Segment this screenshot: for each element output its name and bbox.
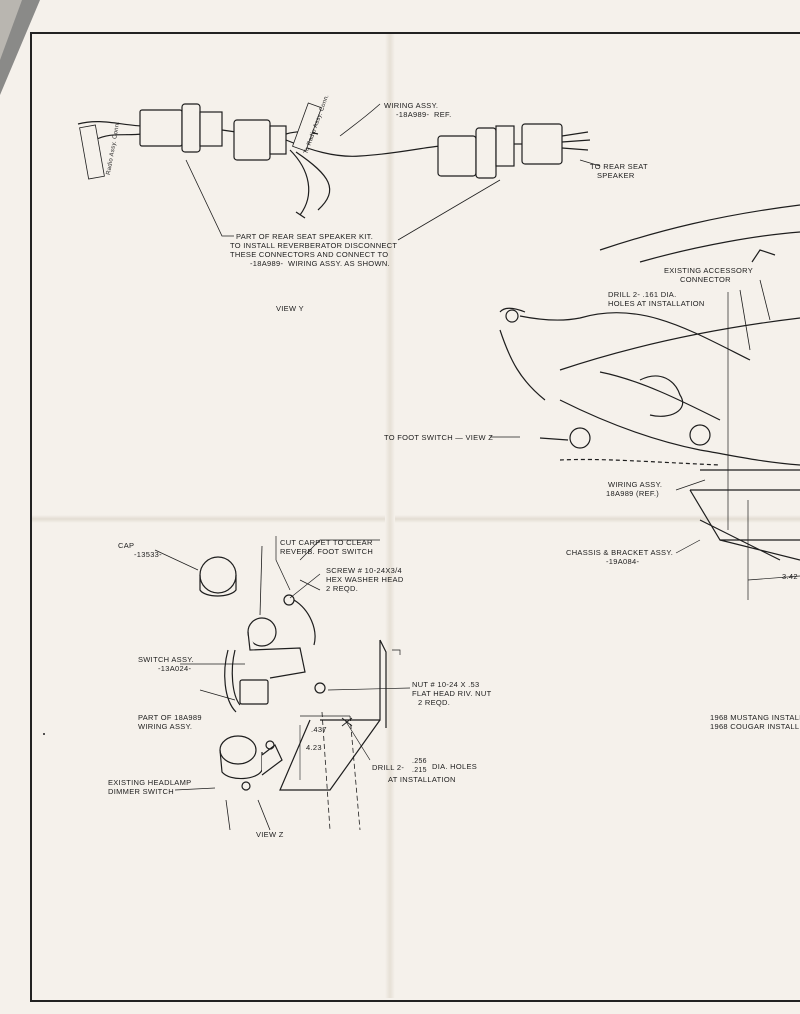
cap-label: CAP	[118, 541, 135, 550]
vertical-fold-crease	[385, 32, 395, 998]
nut-label: NUT # 10-24 x .53	[412, 680, 480, 689]
page-corner-fold	[0, 0, 22, 60]
cut-carpet-label: CUT CARPET TO CLEAR	[280, 538, 373, 547]
drill-256-prefix: DRILL 2-	[372, 763, 405, 772]
to-rear-seat-label: TO REAR SEAT	[590, 162, 648, 171]
title-block-line-1: 1968 MUSTANG INSTALL	[710, 713, 800, 722]
drill-256-suffix: DIA. HOLES	[432, 762, 478, 771]
cut-carpet-label-2: REVERB. FOOT SWITCH	[280, 547, 374, 556]
screw-label: SCREW # 10-24x3/4	[326, 566, 402, 575]
part-of-18a989-label: PART OF 18A989	[138, 713, 202, 722]
existing-accessory-label-2: CONNECTOR	[680, 275, 731, 284]
drill-256-denominator: .215	[412, 767, 427, 774]
existing-accessory-label: EXISTING ACCESSORY	[664, 266, 754, 275]
console-assembly	[490, 204, 800, 600]
cap-part: -13533-	[134, 550, 162, 559]
dim-342: 3.42	[782, 572, 798, 581]
existing-headlamp-label-2: DIMMER SWITCH	[108, 787, 174, 796]
drill-256-numerator: .256	[412, 758, 427, 765]
part-of-kit-note-4: -18A989- WIRING ASSY. AS SHOWN.	[250, 259, 390, 268]
existing-headlamp-label: EXISTING HEADLAMP	[108, 778, 192, 787]
wiring-assy-ref-label: WIRING ASSY.	[384, 101, 439, 110]
drill-161-label: DRILL 2- .161 DIA.	[608, 290, 677, 299]
wiring-assy-2-label: WIRING ASSY.	[608, 480, 663, 489]
wiring-assy-2-part: 18A989 (REF.)	[606, 489, 660, 498]
to-foot-switch-label: TO FOOT SWITCH — VIEW Z	[384, 433, 494, 442]
drill-256-label-2: AT INSTALLATION	[388, 775, 456, 784]
horizontal-fold-crease	[30, 515, 800, 523]
switch-assy-part: -13A024-	[158, 664, 192, 673]
part-of-18a989-label-2: WIRING ASSY.	[138, 722, 193, 731]
nut-label-2: FLAT HEAD RIV. NUT	[412, 689, 492, 698]
dim-423: 4.23	[306, 743, 322, 752]
drawing-border	[30, 32, 800, 1002]
title-block-line-2: 1968 COUGAR INSTALL	[710, 722, 800, 731]
chassis-bracket-label: CHASSIS & BRACKET ASSY.	[566, 548, 674, 557]
drill-161-label-2: HOLES AT INSTALLATION	[608, 299, 705, 308]
screw-label-2: HEX WASHER HEAD	[326, 575, 404, 584]
wiring-assy-ref-part: -18A989- REF.	[396, 110, 452, 119]
view-y-caption: VIEW Y	[276, 304, 304, 313]
view-z-caption: VIEW Z	[256, 830, 284, 839]
view-y-harness	[77, 102, 601, 241]
switch-assy-label: SWITCH ASSY.	[138, 655, 194, 664]
nut-label-3: 2 REQD.	[418, 698, 451, 707]
chassis-bracket-part: -19A084-	[606, 557, 640, 566]
view-z-assembly	[154, 536, 411, 831]
part-of-kit-note-3: THESE CONNECTORS AND CONNECT TO	[230, 250, 389, 259]
screw-label-3: 2 REQD.	[326, 584, 359, 593]
part-of-kit-note: PART OF REAR SEAT SPEAKER KIT.	[236, 232, 374, 241]
dim-437: .437	[311, 725, 327, 734]
to-rear-seat-label-2: SPEAKER	[597, 171, 635, 180]
part-of-kit-note-2: TO INSTALL REVERBERATOR DISCONNECT	[230, 241, 398, 250]
